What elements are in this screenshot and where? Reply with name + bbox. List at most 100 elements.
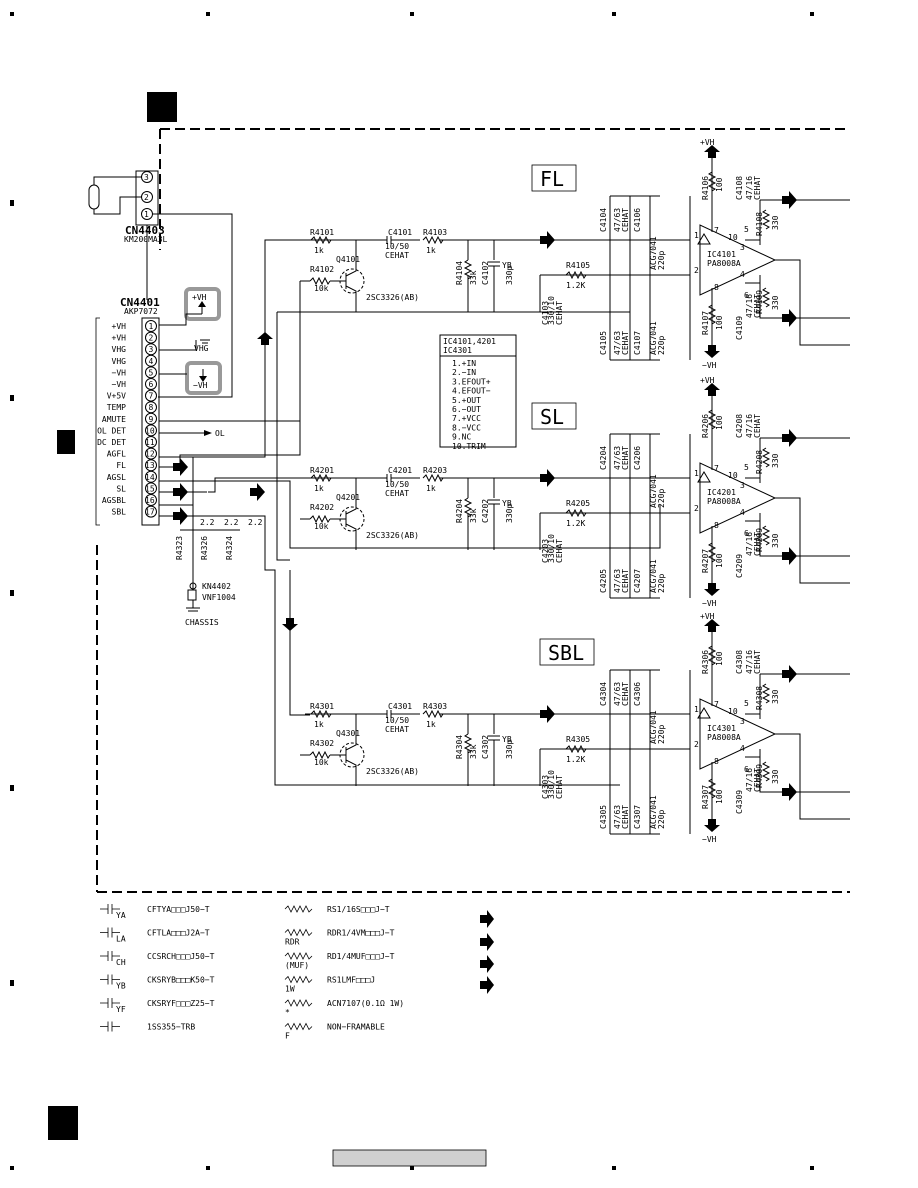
r5-icon: [565, 270, 587, 280]
block-marker-side: [57, 430, 75, 454]
r5-label: R4105: [566, 261, 590, 270]
ic-pin-7: 7: [714, 226, 719, 235]
cn4401-pin-9-number: 9: [149, 415, 154, 424]
cn4401-pin-16-label: AGSBL: [102, 496, 126, 505]
ic-table-row: 5.+OUT: [452, 396, 481, 405]
ground-resistors: R4323 R4326 R4324 2.2 2.2 2.2 KN4402 VNF…: [175, 518, 263, 627]
ic-table-row: 1.+IN: [452, 359, 476, 368]
legend-text: CCSRCH□□□J50−T: [147, 952, 215, 961]
c8-value: 47/16: [745, 650, 754, 674]
ic-pin-8: 8: [714, 283, 719, 292]
opamp-icon: [699, 462, 777, 534]
cn4401-pin-17-number: 17: [145, 508, 155, 517]
ic-table-row: 4.EFOUT−: [452, 387, 491, 396]
cn4401-pin-8-circle: [145, 401, 157, 414]
page-number-box: [332, 1149, 487, 1167]
c6-part: ACG7041: [649, 236, 658, 270]
c9-type: CEHAT: [753, 532, 762, 556]
r2-value: 10k: [314, 758, 329, 767]
cn4401-pin-8-label: TEMP: [107, 403, 126, 412]
ol-arrow-icon: [204, 430, 212, 436]
c9-type: CEHAT: [753, 294, 762, 318]
feed-arrow-icon: [173, 483, 188, 501]
ic-part: PA8008A: [707, 259, 741, 268]
cn4401-pin-15-circle: [145, 482, 157, 495]
r4-label: R4204: [455, 499, 464, 523]
r2-value: 10k: [314, 284, 329, 293]
warning-icon: [697, 233, 711, 245]
cn4401-pin-10-number: 10: [145, 426, 155, 435]
r2-icon: [309, 514, 331, 524]
cn4401-pin-12-circle: [145, 447, 157, 460]
cn4401-pin-10-circle: [145, 424, 157, 437]
output-arrow-icon: [782, 665, 797, 683]
r8-icon: [761, 209, 771, 230]
c3-label: C4303: [541, 775, 550, 799]
c1-label: C4301: [388, 702, 412, 711]
r3-icon: [422, 709, 444, 719]
cn4401-pin-1-label: +VH: [112, 322, 127, 331]
c8-label: C4108: [735, 176, 744, 200]
speaker-out-wire: [775, 497, 850, 584]
r9-icon: [761, 525, 771, 546]
transistor-part: 2SC3326(AB): [366, 293, 419, 302]
cn4401-pin-7-number: 7: [149, 392, 154, 401]
r6-icon: [707, 409, 717, 430]
c2-value: 330p: [505, 740, 514, 759]
c7-label: C4307: [633, 805, 642, 829]
r5-label: R4305: [566, 735, 590, 744]
c2-label: C4302: [481, 735, 490, 759]
legend-capacitor-icon: [100, 927, 120, 938]
r3-icon: [422, 235, 444, 245]
legend-text: 1SS355−TRB: [147, 1023, 195, 1032]
legend-capacitor-icon: [100, 1021, 120, 1032]
c3-type: CEHAT: [555, 539, 564, 563]
cn4401-pin-13-number: 13: [145, 461, 155, 470]
cn4401-pins: 1+VH2+VH3VHG4VHG5−VH6−VH7V+5V8TEMP9AMUTE…: [97, 320, 157, 518]
feed-arrow-icon: [250, 483, 265, 501]
cn4401-pin-1-number: 1: [149, 322, 154, 331]
r6-value: 100: [715, 415, 724, 430]
legend-text: CFTYA□□□J50−T: [147, 905, 210, 914]
plus-vh-arrow-icon: [704, 619, 720, 632]
output-arrow-icon: [782, 547, 797, 565]
legend-resistor-icon: [284, 928, 313, 937]
plus-vh-box-label: +VH: [192, 293, 207, 302]
opamp-icon: [699, 224, 777, 296]
cn4401-pin-7-label: V+5V: [107, 392, 126, 401]
c6-label: C4306: [633, 682, 642, 706]
ic-table-row: 7.+VCC: [452, 414, 481, 423]
shunt-wires: [467, 478, 500, 550]
signal-arrow-icon: [540, 705, 555, 723]
legend-text: RS1LMF□□□J: [327, 976, 375, 985]
ic-label: IC4301: [707, 724, 736, 733]
r8-icon: [761, 447, 771, 468]
r7-value: 100: [715, 553, 724, 568]
ic-label: IC4101: [707, 250, 736, 259]
c4-label: C4104: [599, 208, 608, 232]
cn4401-pin-10-label: OL DET: [97, 426, 126, 435]
signal-arrow-icon: [540, 231, 555, 249]
minus-vh-label: −VH: [702, 835, 717, 844]
legend-symbol: LA: [116, 935, 126, 944]
legend-symbol: (MUF): [285, 961, 309, 970]
c8-type: CEHAT: [753, 414, 762, 438]
c6-part: ACG7041: [649, 474, 658, 508]
cn4401-pin-9-label: AMUTE: [102, 415, 126, 424]
ic-pin-4: 4: [740, 270, 745, 279]
legend-resistor-icon: [284, 905, 313, 913]
plus-vh-label: +VH: [700, 138, 715, 147]
c2-value: 330p: [505, 504, 514, 523]
ic-table-row: 10.TRIM: [452, 442, 486, 451]
r2-label: R4302: [310, 739, 334, 748]
c4-type: CEHAT: [621, 208, 630, 232]
ic-pin-2: 2: [694, 740, 699, 749]
r6-value: 100: [715, 177, 724, 192]
r4324-label: R4324: [225, 536, 234, 560]
c4-value: 47/63: [613, 682, 622, 706]
r6-value: 100: [715, 651, 724, 666]
r3-icon: [422, 473, 444, 483]
legend-symbol: CH: [116, 958, 126, 967]
r5-value: 1.2K: [566, 755, 585, 764]
transistor-leads: [330, 502, 357, 550]
